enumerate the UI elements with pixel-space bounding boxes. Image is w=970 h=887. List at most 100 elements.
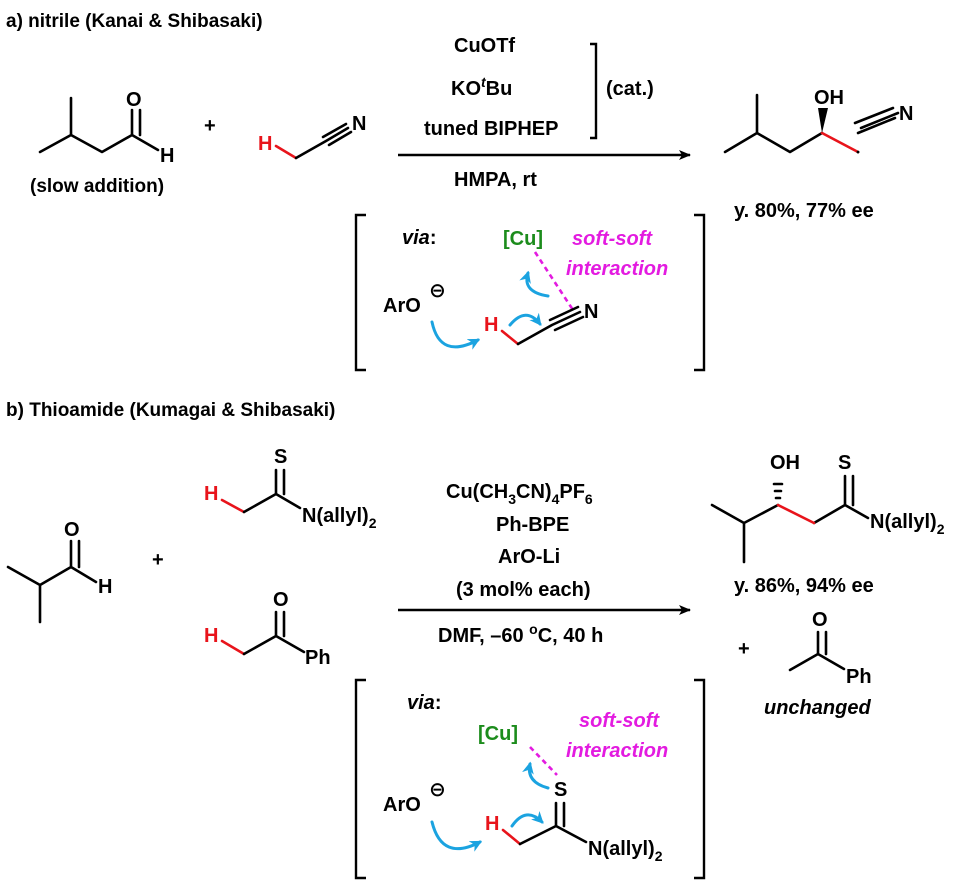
acetophenone-ch-bond xyxy=(220,639,246,656)
condition-aro-li: ArO-Li xyxy=(498,546,560,568)
copper-salt-d: 4 xyxy=(552,491,560,507)
curly-arrow-a-bond xyxy=(508,312,542,327)
via-label-b: via: xyxy=(407,692,441,714)
curly-arrow-b-bond xyxy=(510,810,544,828)
condition-dmf: DMF, –60 oC, 40 h xyxy=(438,621,603,647)
aldehyde-b-hydrogen: H xyxy=(98,576,112,598)
thioamide-sulfur: S xyxy=(274,446,287,468)
copper-label-b: [Cu] xyxy=(478,723,518,745)
thioamide-reagent: S H N(allyl)2 xyxy=(204,446,377,531)
acetonitrile: H N xyxy=(258,113,366,160)
thioamide-nitrogen-text: N(allyl) xyxy=(302,505,369,527)
acetophenone-oxygen: O xyxy=(273,589,289,611)
product-b-nitrogen-text: N(allyl) xyxy=(870,511,937,533)
aldehyde-a: O H (slow addition) xyxy=(30,89,174,197)
aryloxide-b: ArO xyxy=(383,794,421,816)
via-a-nitrogen: N xyxy=(584,301,598,323)
acetophenone-bonds xyxy=(242,610,306,656)
product-b-nitrogen-sub: 2 xyxy=(937,521,945,537)
kotbu-superscript: t xyxy=(481,74,487,90)
section-b: b) Thioamide (Kumagai & Shibasaki) O H +… xyxy=(6,400,945,880)
acetonitrile-hydrogen: H xyxy=(258,133,272,155)
acetonitrile-nitrogen: N xyxy=(352,113,366,135)
product-b-new-bond xyxy=(776,503,816,525)
via-b-nitrogen-text: N(allyl) xyxy=(588,838,655,860)
via-b-nitrogen: N(allyl)2 xyxy=(588,838,663,864)
aryloxide-a: ArO xyxy=(383,295,421,317)
via-a-hydrogen: H xyxy=(484,314,498,336)
product-a-new-bond xyxy=(820,131,860,154)
unchanged-bonds xyxy=(788,630,846,672)
curly-arrow-b-copper xyxy=(522,761,550,790)
condition-copper-salt: Cu(CH3CN)4PF6 xyxy=(446,481,593,507)
copper-salt-f: 6 xyxy=(585,491,593,507)
via-a-ch-bond xyxy=(500,329,520,346)
via-box-a-right-bracket xyxy=(694,213,706,372)
product-a-bonds xyxy=(723,93,900,154)
catalyst-note: (cat.) xyxy=(606,78,654,100)
acetophenone-reagent: O H Ph xyxy=(204,589,331,669)
kotbu-part1: KO xyxy=(451,78,481,100)
aldehyde-a-oxygen: O xyxy=(126,89,142,111)
dmf-degree: o xyxy=(529,621,538,637)
product-a-wedge xyxy=(818,108,828,133)
copper-label-a: [Cu] xyxy=(503,228,543,250)
plus-sign-b: + xyxy=(152,549,164,571)
section-a-header: a) nitrile (Kanai & Shibasaki) xyxy=(6,11,263,32)
via-colon-b: : xyxy=(435,692,442,714)
condition-loading: (3 mol% each) xyxy=(456,579,590,601)
via-label-a: via: xyxy=(402,227,436,249)
product-a-yield: y. 80%, 77% ee xyxy=(734,200,874,222)
curly-arrow-a-copper xyxy=(519,270,550,298)
aryloxide-b-charge: ⊖ xyxy=(429,779,446,801)
via-box-b-right-bracket xyxy=(694,678,706,880)
copper-salt-a: Cu(CH xyxy=(446,481,508,503)
section-a: a) nitrile (Kanai & Shibasaki) O H (slow… xyxy=(6,11,913,372)
via-a-cn-bonds xyxy=(516,305,585,346)
via-b-sulfur: S xyxy=(554,779,567,801)
via-box-b-left-bracket xyxy=(354,678,366,880)
condition-tuned-biphep: tuned BIPHEP xyxy=(424,118,558,140)
thioamide-bonds xyxy=(242,468,302,514)
kotbu-part2: Bu xyxy=(486,78,513,100)
conditions-a: CuOTf KOtBu tuned BIPHEP (cat.) HMPA, rt xyxy=(398,35,691,191)
dmf-a: DMF, –60 xyxy=(438,625,529,647)
condition-cuotf: CuOTf xyxy=(454,35,515,57)
dmf-c: C, 40 h xyxy=(538,625,604,647)
product-b-hash xyxy=(772,482,784,500)
soft-soft-a-line1: soft-soft xyxy=(572,228,653,250)
acetophenone-hydrogen: H xyxy=(204,625,218,647)
unchanged-phenyl: Ph xyxy=(846,666,872,688)
via-box-a-left-bracket xyxy=(354,213,366,372)
thioamide-nitrogen-sub: 2 xyxy=(369,515,377,531)
soft-interaction-a-dash xyxy=(533,251,575,311)
aldehyde-b: O H xyxy=(6,519,112,624)
aldehyde-a-bonds xyxy=(38,96,160,154)
soft-interaction-b-dash xyxy=(529,746,558,776)
product-a-nitrogen: N xyxy=(899,103,913,125)
copper-salt-c: CN) xyxy=(516,481,552,503)
aldehyde-b-bonds xyxy=(6,539,98,624)
condition-kotbu: KOtBu xyxy=(451,74,512,100)
aldehyde-b-oxygen: O xyxy=(64,519,80,541)
via-colon-a: : xyxy=(430,227,437,249)
acetonitrile-cn-bonds xyxy=(294,122,353,160)
product-a: OH N y. 80%, 77% ee xyxy=(723,87,913,222)
curly-arrow-b-base xyxy=(430,820,483,852)
aldehyde-a-hydrogen: H xyxy=(160,145,174,167)
catalyst-bracket xyxy=(590,42,598,140)
via-b-nitrogen-sub: 2 xyxy=(655,848,663,864)
product-b-hydroxyl: OH xyxy=(770,452,800,474)
condition-ph-bpe: Ph-BPE xyxy=(496,514,569,536)
product-b-yield: y. 86%, 94% ee xyxy=(734,575,874,597)
product-a-hydroxyl: OH xyxy=(814,87,844,109)
product-b-nitrogen: N(allyl)2 xyxy=(870,511,945,537)
soft-soft-a-line2: interaction xyxy=(566,258,668,280)
unchanged-acetophenone: O Ph unchanged xyxy=(764,609,872,719)
via-b-hydrogen: H xyxy=(485,813,499,835)
via-word-a: via xyxy=(402,227,430,249)
thioamide-ch-bond xyxy=(220,498,246,514)
unchanged-oxygen: O xyxy=(812,609,828,631)
soft-soft-b-line1: soft-soft xyxy=(579,710,660,732)
thioamide-nitrogen: N(allyl)2 xyxy=(302,505,377,531)
